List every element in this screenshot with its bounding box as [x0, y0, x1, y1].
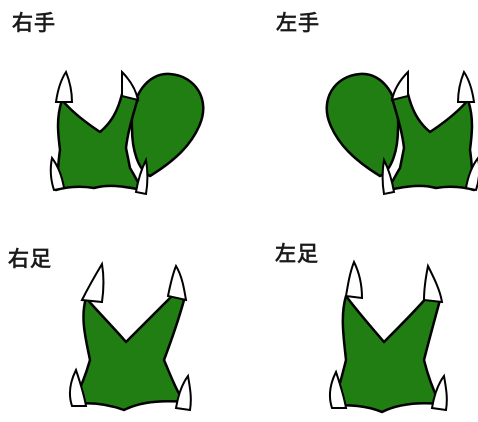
- right-foot-claw-top-right: [168, 266, 186, 300]
- right-hand-claw-top-right: [122, 72, 138, 100]
- left-hand-illustration: [327, 72, 478, 194]
- right-hand-claw-top-left: [56, 72, 72, 102]
- left-hand-body: [388, 94, 474, 190]
- right-foot-body: [72, 294, 184, 410]
- right-foot-claw-top-left: [82, 264, 104, 302]
- right-hand-palm-lobe: [132, 74, 203, 176]
- left-foot-claw-top-right: [424, 266, 442, 302]
- right-hand-body: [56, 94, 142, 190]
- left-foot-illustration: [330, 262, 447, 412]
- right-foot-illustration: [70, 264, 191, 410]
- right-hand-illustration: [51, 72, 204, 194]
- left-hand-palm-lobe: [327, 74, 398, 176]
- left-hand-claw-top-right: [392, 72, 408, 100]
- left-foot-body: [332, 296, 440, 412]
- left-hand-claw-top-left: [458, 72, 474, 102]
- left-foot-claw-top-left: [346, 262, 362, 298]
